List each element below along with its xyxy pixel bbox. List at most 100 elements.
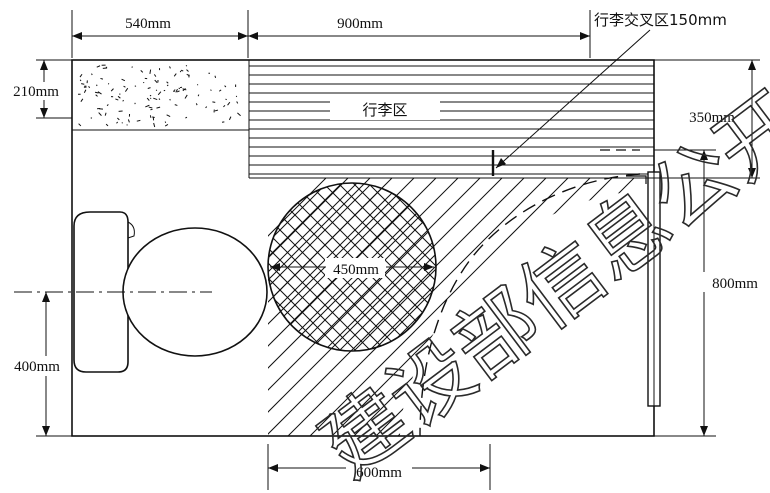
hatch-line [309,178,569,436]
hatch-line [185,65,188,67]
hatch-line [227,101,231,106]
hatch-line [97,91,102,95]
hatch-line [185,116,188,119]
hatch-line [728,178,770,436]
hatch-line [104,112,107,116]
dim-left-bottom: 400mm [14,359,60,375]
dim-top-left: 540mm [125,16,171,32]
dim-right-top: 350mm [689,110,735,126]
hatch-line [210,89,212,91]
hatch-line [95,94,98,97]
hatch-line [149,69,152,74]
hatch-line [154,79,158,84]
hatch-line [268,178,503,436]
hatch-line [359,183,436,351]
hatch-line [224,85,227,88]
hatch-line [268,178,437,436]
hatch-line [268,178,327,436]
hatch-line [179,70,182,73]
hatch-line [329,183,436,351]
hatch-line [374,183,436,351]
door-swing-arc [419,173,641,437]
hatch-line [175,88,178,93]
hatch-line [186,69,189,72]
hatch-line [268,178,349,436]
hatch-line [268,178,371,436]
hatch-line [176,90,180,93]
hatch-line [174,104,178,106]
hatch-line [197,94,200,97]
hatch-line [344,183,436,351]
hatch-line [127,119,130,123]
hatch-line [180,69,184,72]
hatch-line [228,116,232,121]
hatch-line [268,178,459,436]
hatch-line [140,70,144,73]
hatch-line [156,106,161,109]
hatch-line [131,66,133,68]
hatch-line [166,81,169,84]
hatch-line [79,73,83,78]
hatch-line [136,119,141,122]
hatch-line [117,95,121,99]
hatch-line [314,183,436,351]
hatch-line [121,78,126,82]
hatch-line [83,89,87,93]
dim-bottom: 600mm [356,465,402,481]
hatch-line [149,97,152,100]
hatch-line [178,87,181,90]
hatch-line [214,75,217,78]
hatch-line [147,87,151,89]
hatch-line [237,112,241,117]
hatch-line [117,117,120,121]
dim-top-middle: 900mm [337,16,383,32]
hatch-line [116,121,119,124]
cross-zone-leader [495,29,651,169]
hatch-line [268,183,381,351]
hatch-line [88,86,91,89]
hatch-line [186,73,190,77]
hatch-line [158,98,161,100]
hatch-line [124,87,129,92]
hatch-line [106,104,109,107]
hatch-line [750,178,770,436]
hatch-line [98,112,102,116]
hatch-line [155,89,158,91]
hatch-line [223,104,226,108]
hatch-line [173,73,177,77]
hatch-line [268,183,351,351]
hatch-line [173,89,176,92]
hatch-line [225,98,227,101]
hatch-line [153,122,156,128]
hatch-line [166,114,171,118]
hatch-line [218,89,222,92]
hatch-line [268,183,336,351]
hatch-line [146,97,150,101]
hatch-line [268,183,396,351]
hatch-line [182,88,187,91]
circle-dimension: 450mm [333,262,379,278]
hatch-line [152,116,155,118]
shelf-area [71,59,250,131]
hatch-line [268,178,525,436]
hatch-line [115,98,119,101]
hatch-line [268,178,415,436]
hatch-line [166,84,169,87]
hatch-line [205,106,208,109]
dim-right-main: 800mm [712,276,758,292]
hatch-line [81,83,85,85]
hatch-line [78,123,82,127]
hatch-line [164,121,167,123]
dim-left-top: 210mm [13,84,59,100]
hatch-line [94,91,99,94]
hatch-line [268,183,351,351]
hatch-line [184,94,188,99]
hatch-line [344,183,436,351]
hatch-line [79,79,82,82]
hatch-line [157,91,162,96]
hatch-line [268,183,411,351]
hatch-line [145,104,150,108]
hatch-line [164,123,169,127]
hatch-line [169,66,171,69]
hatch-line [148,106,153,109]
